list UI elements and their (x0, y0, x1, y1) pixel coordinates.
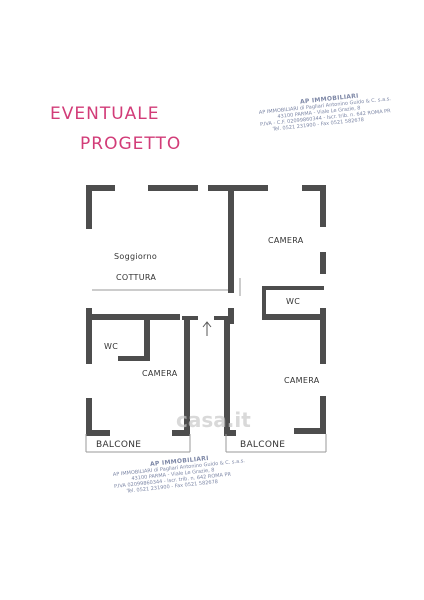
wall-wc-right-side (262, 286, 266, 314)
room-label-camera-bottom-right: CAMERA (284, 376, 320, 385)
wall-top-left-1 (86, 185, 115, 191)
wall-bottom-left (86, 430, 110, 436)
title-line-1: EVENTUALE (50, 104, 160, 124)
wall-top-right-1 (232, 185, 268, 191)
watermark-text: casa.it (176, 408, 251, 432)
wall-center-left-lower (184, 318, 190, 434)
wall-center-stub (228, 308, 234, 324)
wall-bottom-right (224, 430, 236, 436)
wall-bottom-left-2 (172, 430, 190, 436)
wall-mid-center-left (182, 316, 198, 320)
room-label-wc-left: WC (104, 342, 119, 351)
title-line-2: PROGETTO (80, 134, 182, 154)
room-label-balcone-right: BALCONE (240, 440, 286, 450)
wall-top-left-2 (148, 185, 198, 191)
room-label-camera-top-right: CAMERA (268, 236, 304, 245)
wall-top-left-3 (208, 185, 228, 191)
wall-mid-right (262, 314, 326, 320)
wall-left-outer-2 (86, 308, 92, 364)
wall-mid-left (86, 314, 180, 320)
wall-left-outer-1 (86, 185, 92, 229)
wall-wc-right-top (262, 286, 324, 290)
room-label-camera-bottom-left: CAMERA (142, 369, 178, 378)
room-label-wc-right: WC (286, 297, 301, 306)
wall-left-outer-3 (86, 398, 92, 434)
wall-center-top (228, 185, 234, 293)
room-label-balcone-left: BALCONE (96, 440, 142, 450)
entrance-arrow-icon (202, 321, 212, 336)
room-label-cottura: COTTURA (116, 273, 157, 282)
wall-center-lower (224, 318, 230, 434)
wall-right-outer-4 (320, 396, 326, 432)
room-label-soggiorno: Soggiorno (114, 252, 158, 261)
wall-mid-center-right (214, 316, 230, 320)
wall-wc-left-bottom (118, 356, 150, 361)
wall-bottom-right-2 (294, 428, 326, 434)
wall-right-outer-1 (320, 185, 326, 227)
wall-top-right-2 (302, 185, 326, 191)
wall-right-outer-3 (320, 308, 326, 364)
wall-right-outer-2 (320, 252, 326, 274)
wall-wc-left-side (144, 318, 150, 360)
